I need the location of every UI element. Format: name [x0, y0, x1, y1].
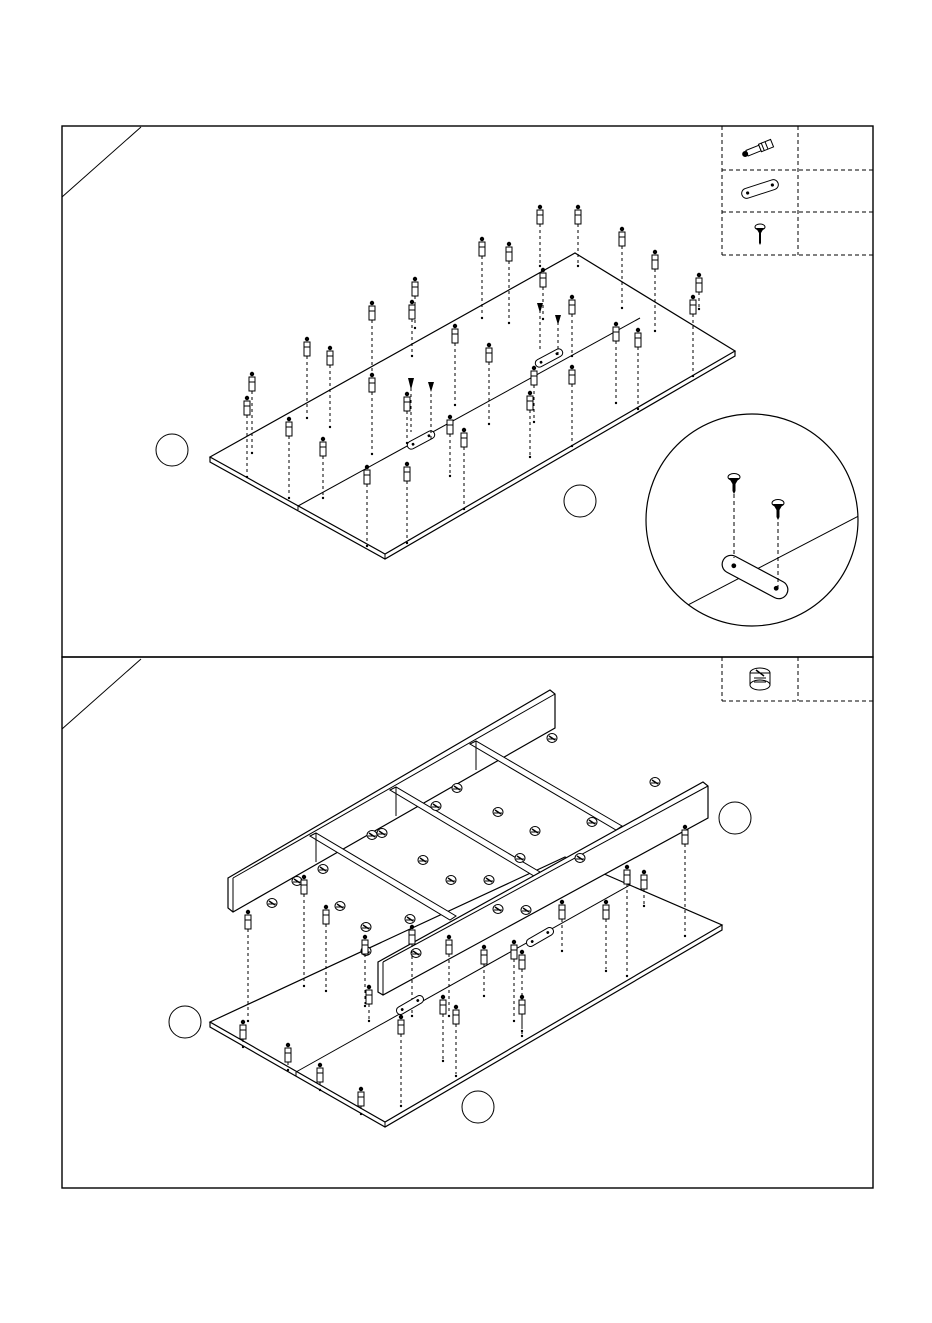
divider-1 — [310, 833, 456, 920]
bottom-panels-step-2 — [210, 857, 722, 1127]
cam-lock-icon — [335, 902, 345, 911]
cam-bolt-icon — [301, 875, 307, 987]
divider-3 — [470, 741, 622, 830]
cam-lock-icon — [418, 856, 428, 865]
cam-lock-icon — [575, 854, 585, 863]
cam-lock-icon — [367, 831, 377, 840]
part-callout-b-step-1 — [564, 485, 596, 517]
step-1-panel — [62, 126, 873, 657]
cam-lock-icon — [405, 915, 415, 924]
cam-lock-icon — [515, 854, 525, 863]
step-2-hardware-legend — [722, 657, 873, 701]
cam-lock-icon — [587, 818, 597, 827]
step-2-number-corner — [62, 659, 141, 729]
cam-bolt-icon — [696, 273, 702, 310]
cam-bolt-icon — [537, 205, 543, 267]
step-2-panel — [62, 657, 873, 1188]
screw-icon — [755, 224, 765, 245]
cam-lock-icon — [493, 905, 503, 914]
cam-lock-icon — [493, 808, 503, 817]
cam-lock-icon — [452, 784, 462, 793]
step-1-number-corner — [62, 127, 141, 197]
cam-lock-icon — [547, 734, 557, 743]
divider-2 — [390, 787, 540, 876]
part-callout-a-step-2 — [169, 1006, 201, 1038]
cam-lock-icon — [431, 802, 441, 811]
cam-lock-icon — [446, 876, 456, 885]
part-callout-a-step-1 — [156, 434, 188, 466]
cam-lock-icon — [521, 906, 531, 915]
cam-lock-icon — [530, 827, 540, 836]
cam-lock-icon — [267, 899, 277, 908]
cam-lock-icon — [318, 865, 328, 874]
cam-lock-icon — [377, 829, 387, 838]
step-1-hardware-legend — [722, 126, 873, 255]
detail-view-plate-screws — [640, 414, 870, 630]
part-callout-c-step-2 — [719, 802, 751, 834]
cam-bolt-icon — [741, 139, 774, 158]
cam-lock-icon — [750, 668, 770, 690]
connecting-plate-icon — [740, 178, 779, 199]
cam-lock-icon — [361, 923, 371, 932]
cam-lock-icon — [484, 876, 494, 885]
cam-lock-icon — [650, 778, 660, 787]
part-callout-b-step-2 — [462, 1091, 494, 1123]
